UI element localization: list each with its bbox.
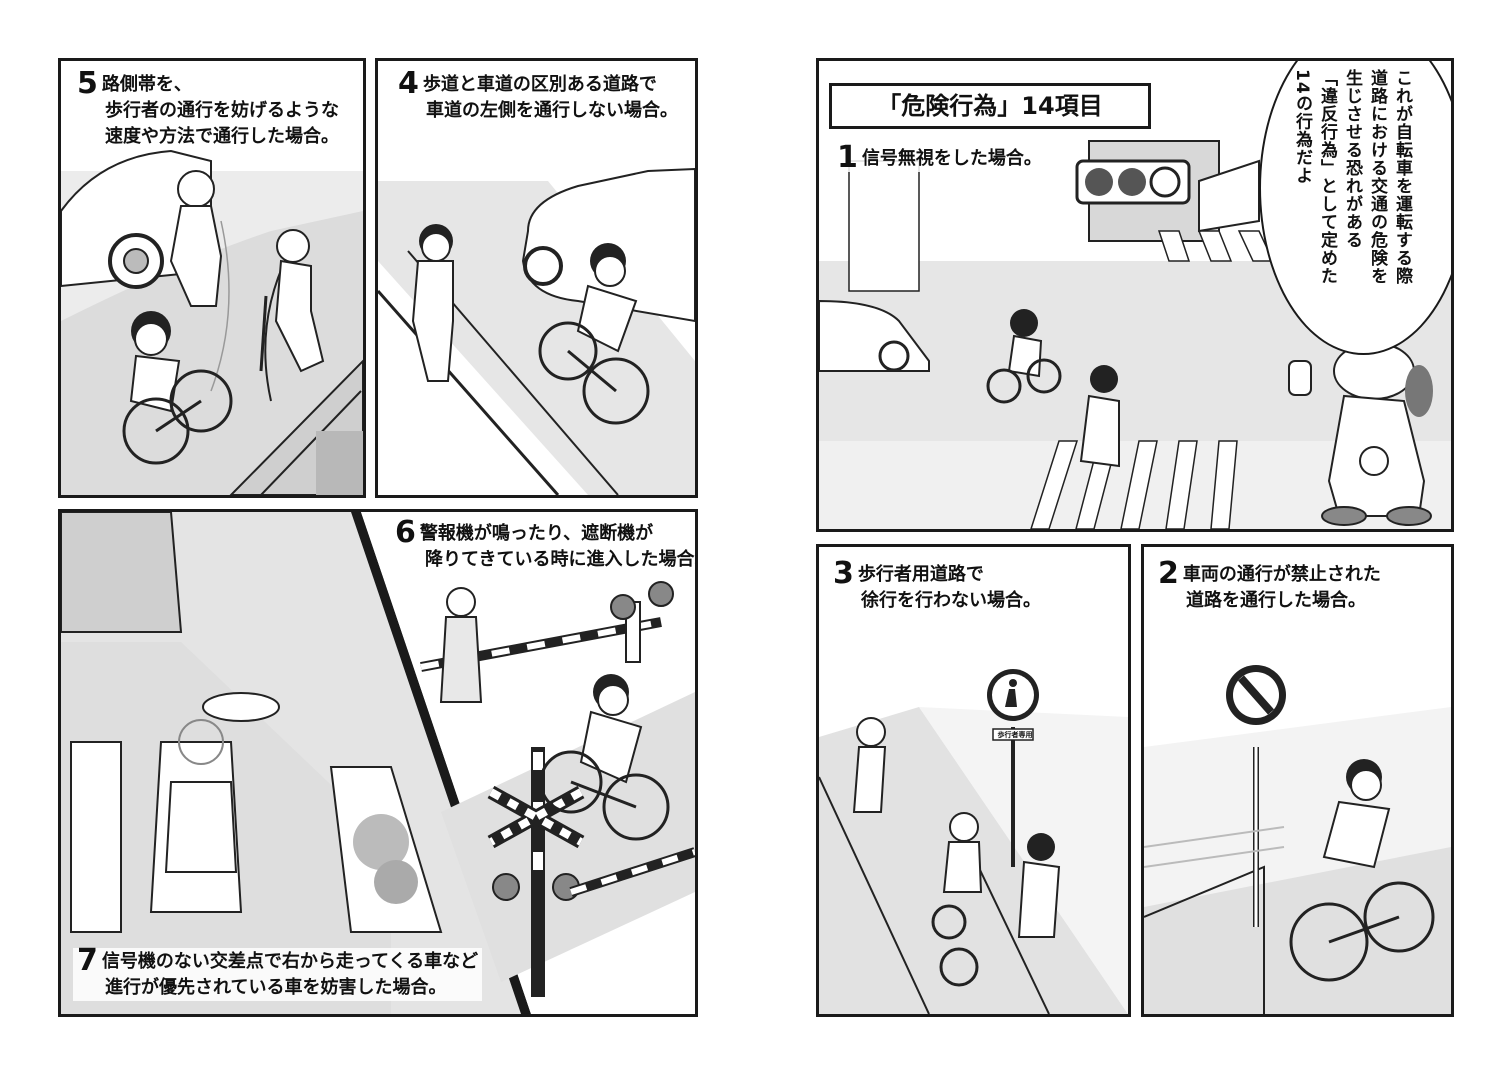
panel-2-line-1: 車両の通行が禁止された — [1182, 564, 1381, 585]
panel-4-line-2: 車道の左側を通行しない場合。 — [426, 100, 678, 121]
panel-5-line-2: 歩行者の通行を妨げるような — [105, 100, 339, 121]
panel-7-line-1: 信号機のない交差点で右から走ってくる車など — [101, 951, 479, 972]
panel-1-number: 1 — [837, 140, 858, 175]
panel-7-line-2: 進行が優先されている車を妨害した場合。 — [105, 977, 447, 998]
speech-text: これが自転車を運転する際 道路における交通の危険を 生じさせる恐れがある 「違反… — [1289, 69, 1414, 329]
panel-3-number: 3 — [833, 556, 854, 591]
panel-5-number: 5 — [77, 66, 98, 101]
speech-line-4: 「違反行為」として定めた — [1317, 69, 1337, 285]
panel-6-line-2: 降りてきている時に進入した場合。 — [425, 549, 698, 570]
panel-5-art — [61, 149, 363, 495]
speech-bubble — [1259, 61, 1451, 355]
panel-6-number: 6 — [395, 515, 416, 550]
panel-3-line-1: 歩行者用道路で — [857, 564, 984, 585]
panel-3-art — [819, 669, 1128, 1014]
panel-6-line-1: 警報機が鳴ったり、遮断機が — [419, 523, 654, 544]
panel-2-art — [1144, 665, 1451, 1014]
title-box: 「危険行為」14項目 — [829, 83, 1151, 129]
page-title: 「危険行為」14項目 — [877, 92, 1103, 120]
panel-4-number: 4 — [398, 66, 419, 101]
panel-1-line-1: 信号無視をした場合。 — [861, 148, 1042, 169]
speech-line-1: これが自転車を運転する際 — [1392, 69, 1412, 285]
speech-line-3: 生じさせる恐れがある — [1342, 69, 1362, 249]
speech-line-2: 道路における交通の危険を — [1367, 69, 1387, 285]
panel-4-art — [378, 167, 695, 495]
panel-6-7-art — [61, 512, 695, 1014]
panel-2-line-2: 道路を通行した場合。 — [1186, 590, 1366, 611]
panel-3-line-2: 徐行を行わない場合。 — [861, 590, 1041, 611]
panel-2-number: 2 — [1158, 556, 1179, 591]
speech-line-5: 14の行為だよ — [1292, 69, 1312, 185]
panel-5-line-1: 路側帯を、 — [101, 74, 192, 95]
sign-plate-text: 歩行者専用 — [997, 731, 1033, 739]
panel-7-number: 7 — [77, 943, 98, 978]
panel-4-line-1: 歩道と車道の区別ある道路で — [422, 74, 657, 95]
panel-5-line-3: 速度や方法で通行した場合。 — [105, 126, 339, 147]
